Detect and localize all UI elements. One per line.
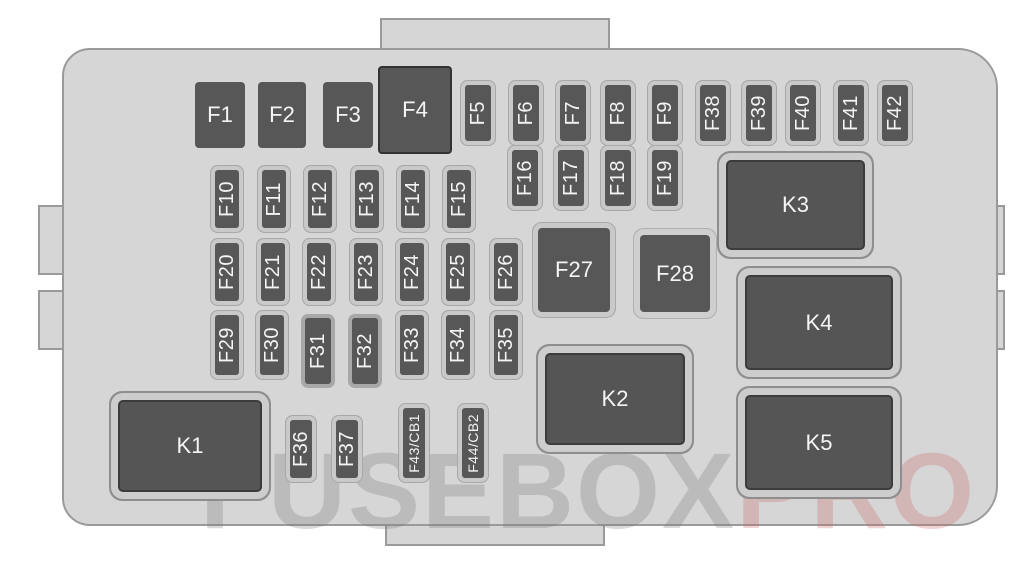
fuse-f36: F36 xyxy=(290,420,312,478)
fuse-f8: F8 xyxy=(605,85,631,141)
fuse-f41: F41 xyxy=(838,85,864,141)
fuse-f42: F42 xyxy=(882,85,908,141)
fuse-f29: F29 xyxy=(215,315,239,375)
fuse-f19: F19 xyxy=(652,150,678,206)
fuse-f10: F10 xyxy=(215,170,239,228)
relay-k1: K1 xyxy=(118,400,262,492)
fuse-f12: F12 xyxy=(308,170,332,228)
fuse-f23: F23 xyxy=(354,243,378,301)
fuse-f18: F18 xyxy=(605,150,631,206)
fuse-f22: F22 xyxy=(307,243,331,301)
relay-k2: K2 xyxy=(545,353,685,445)
fuse-f15: F15 xyxy=(447,170,471,228)
fuse-f7: F7 xyxy=(560,85,586,141)
fuse-f40: F40 xyxy=(790,85,816,141)
relay-k4: K4 xyxy=(745,275,893,370)
fuse-f25: F25 xyxy=(446,243,470,301)
fuse-f21: F21 xyxy=(261,243,285,301)
fuse-f33: F33 xyxy=(400,315,424,375)
fuse-f9: F9 xyxy=(652,85,678,141)
relay-k3: K3 xyxy=(726,160,865,250)
fuse-f3: F3 xyxy=(323,82,373,148)
fuse-f32: F32 xyxy=(352,318,378,384)
fuse-f2: F2 xyxy=(258,82,306,148)
fuse-f35: F35 xyxy=(494,315,518,375)
fuse-f34: F34 xyxy=(446,315,470,375)
fuse-f6: F6 xyxy=(513,85,539,141)
fuse-f44-cb2: F44/CB2 xyxy=(462,408,484,478)
fuse-f20: F20 xyxy=(215,243,239,301)
fuse-f39: F39 xyxy=(746,85,772,141)
fuse-f4: F4 xyxy=(378,66,452,154)
fuse-f31: F31 xyxy=(305,318,331,384)
fuse-f38: F38 xyxy=(700,85,726,141)
fuse-f26: F26 xyxy=(494,243,518,301)
fuse-f13: F13 xyxy=(355,170,379,228)
fuse-f27: F27 xyxy=(538,228,610,312)
fuse-f11: F11 xyxy=(262,170,286,228)
fuse-f5: F5 xyxy=(465,85,491,141)
fuse-f37: F37 xyxy=(336,420,358,478)
fuse-f14: F14 xyxy=(401,170,425,228)
relay-k5: K5 xyxy=(745,395,893,490)
fuse-f17: F17 xyxy=(558,150,584,206)
fuse-f24: F24 xyxy=(400,243,424,301)
fuse-f28: F28 xyxy=(640,235,710,312)
fuse-f30: F30 xyxy=(260,315,284,375)
fuse-f43-cb1: F43/CB1 xyxy=(403,408,425,478)
fuse-f1: F1 xyxy=(195,82,245,148)
fuse-f16: F16 xyxy=(512,150,538,206)
